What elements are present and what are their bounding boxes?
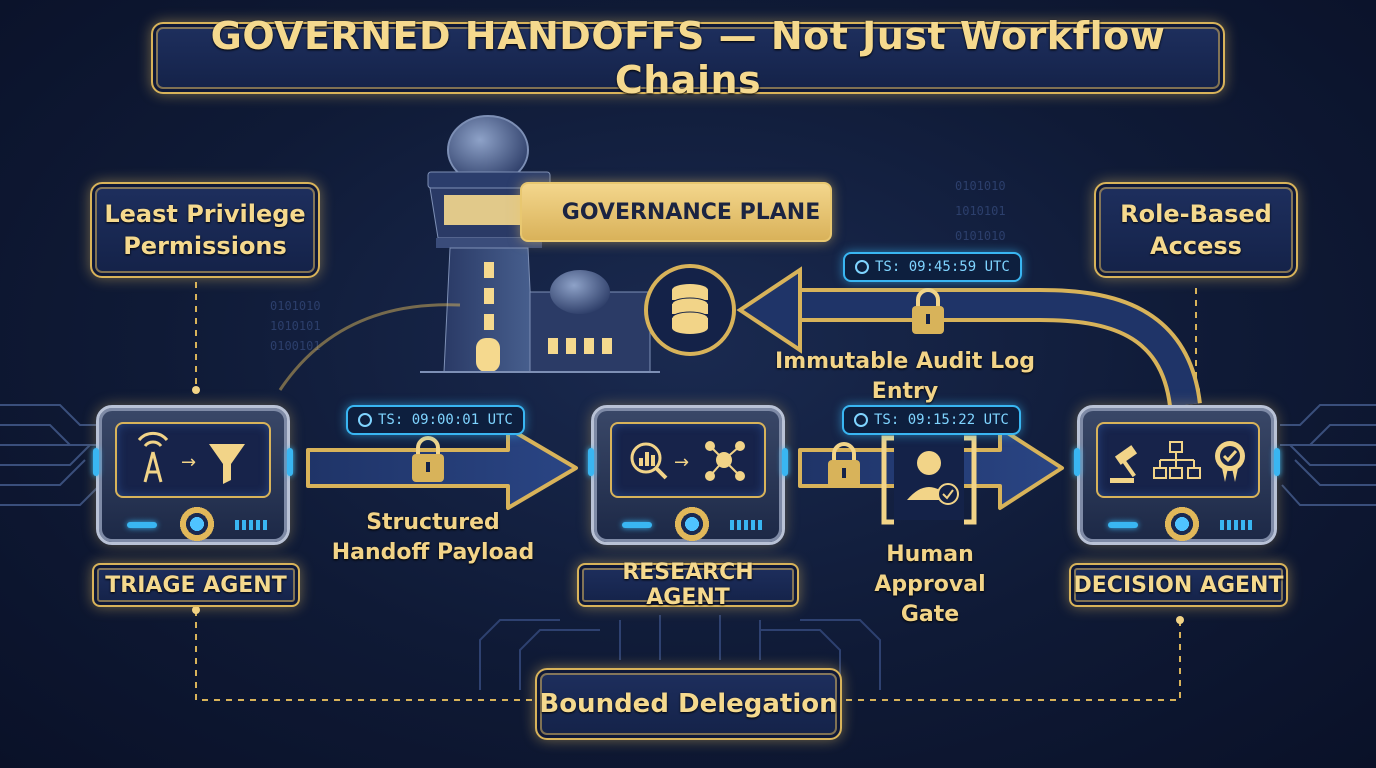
connector-dot: [192, 606, 200, 614]
bounded-delegation-label: Bounded Delegation: [535, 668, 842, 740]
indicator-light: [93, 448, 99, 476]
handoff-1-timestamp-text: TS: 09:00:01 UTC: [378, 412, 513, 428]
status-light: [1220, 520, 1252, 530]
arrow-icon: →: [674, 452, 689, 473]
circuit-traces-right: [1280, 404, 1376, 506]
gear-icon: [1162, 504, 1202, 544]
page-title: GOVERNED HANDOFFS — Not Just Workflow Ch…: [151, 14, 1225, 102]
svg-text:0101010: 0101010: [270, 299, 321, 313]
agent-screen: →: [115, 422, 271, 498]
clock-icon: [855, 260, 869, 274]
glow-arc: [278, 303, 461, 391]
audit-timestamp-text: TS: 09:45:59 UTC: [875, 259, 1010, 275]
research-agent-device: →: [588, 405, 788, 545]
decision-agent-label: DECISION AGENT: [1069, 563, 1288, 607]
gear-icon: [177, 504, 217, 544]
decision-agent-device: [1074, 405, 1280, 545]
triage-agent-device: →: [93, 405, 293, 545]
circuit-traces-bottom: [479, 615, 881, 690]
binary-background-left: 0101010 1010101 0100101: [270, 299, 321, 353]
binary-background-right: 0101010 1010101 0101010: [955, 179, 1006, 243]
status-light: [235, 520, 267, 530]
governance-plane-label: GOVERNANCE PLANE: [520, 182, 832, 242]
handoff-payload-caption: Structured Handoff Payload: [331, 510, 535, 565]
handoff-2-timestamp: TS: 09:15:22 UTC: [842, 405, 1021, 435]
agent-screen: [1096, 422, 1260, 498]
lock-icon: [912, 288, 944, 334]
connector-dot: [192, 386, 200, 394]
status-light: [1108, 522, 1138, 528]
indicator-light: [1074, 448, 1080, 476]
network-icon: [705, 441, 745, 481]
gear-icon: [672, 504, 712, 544]
svg-text:1010101: 1010101: [270, 319, 321, 333]
funnel-icon: [209, 444, 245, 484]
status-light: [730, 520, 762, 530]
connector-dot: [1176, 616, 1184, 624]
svg-text:0101010: 0101010: [955, 229, 1006, 243]
audit-log-caption: Immutable Audit Log Entry: [775, 349, 1035, 404]
handoff-1-timestamp: TS: 09:00:01 UTC: [346, 405, 525, 435]
lock-icon: [828, 442, 860, 488]
indicator-light: [588, 448, 594, 476]
clock-icon: [358, 413, 372, 427]
lock-icon: [412, 436, 444, 482]
indicator-light: [782, 448, 788, 476]
indicator-light: [287, 448, 293, 476]
audit-timestamp: TS: 09:45:59 UTC: [843, 252, 1022, 282]
dashed-connectors: [195, 282, 1197, 701]
gavel-icon: [1110, 445, 1138, 483]
approval-gate-icon: [881, 435, 977, 525]
handoff-2-timestamp-text: TS: 09:15:22 UTC: [874, 412, 1009, 428]
status-light: [622, 522, 652, 528]
audit-return-arrow: [736, 266, 1202, 408]
clock-icon: [854, 413, 868, 427]
agent-screen: →: [610, 422, 766, 498]
control-tower-icon: [420, 115, 660, 373]
least-privilege-label: Least Privilege Permissions: [90, 182, 320, 278]
triage-agent-label: TRIAGE AGENT: [92, 563, 300, 607]
role-based-access-label: Role-Based Access: [1094, 182, 1298, 278]
svg-text:1010101: 1010101: [955, 204, 1006, 218]
research-agent-label: RESEARCH AGENT: [577, 560, 799, 610]
approval-gate-caption: Human Approval Gate: [874, 542, 986, 627]
antenna-icon: [137, 431, 169, 483]
flowchart-icon: [1153, 441, 1201, 479]
svg-text:0100101: 0100101: [270, 339, 321, 353]
magnifier-chart-icon: [630, 442, 668, 480]
circuit-traces-left: [0, 404, 101, 506]
badge-check-icon: [1215, 441, 1245, 482]
arrow-icon: →: [181, 452, 196, 473]
status-light: [127, 522, 157, 528]
svg-text:0101010: 0101010: [955, 179, 1006, 193]
indicator-light: [1274, 448, 1280, 476]
database-icon: [644, 264, 736, 356]
